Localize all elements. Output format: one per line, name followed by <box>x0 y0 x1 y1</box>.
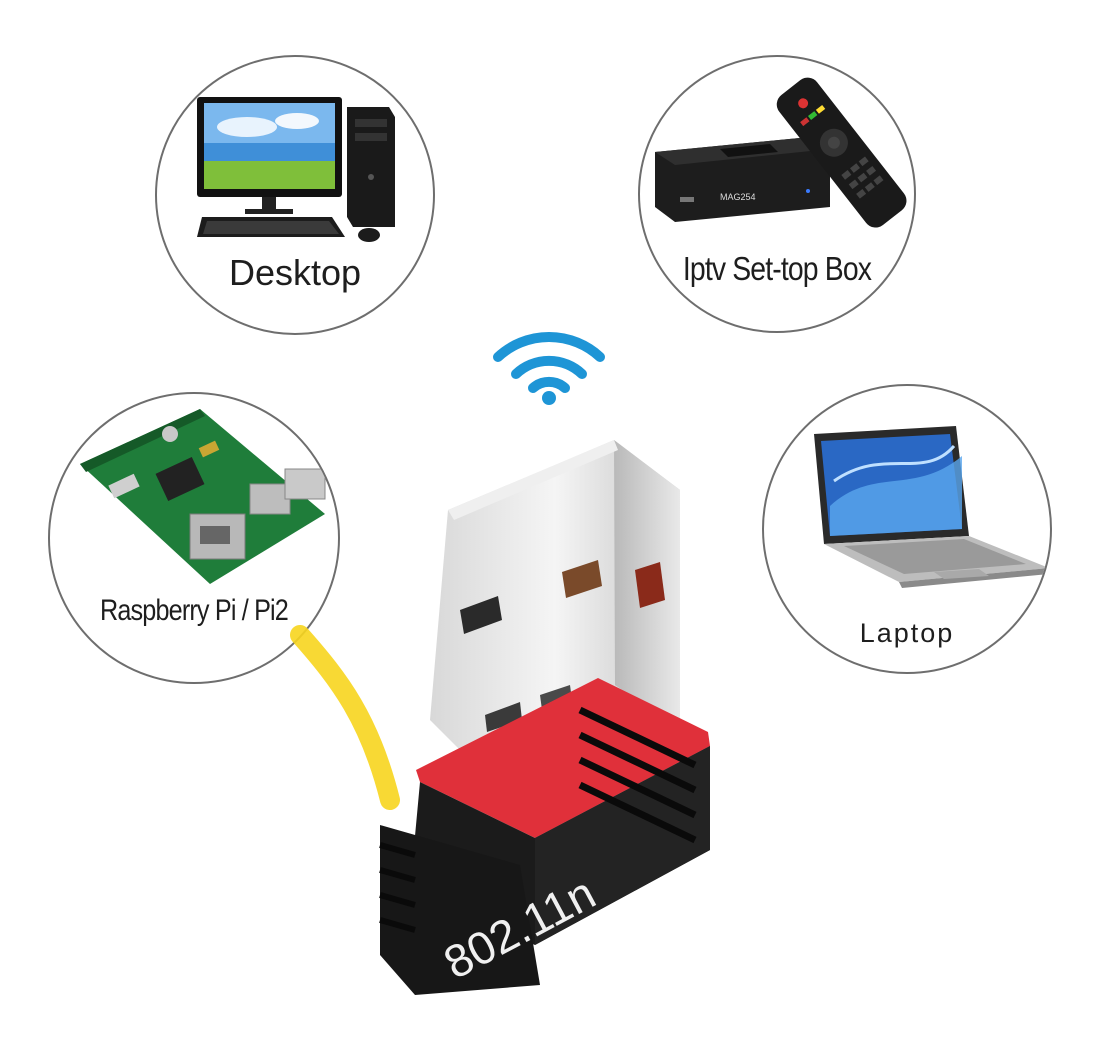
watermark-swoosh <box>290 625 400 810</box>
laptop-icon <box>814 426 1049 588</box>
set-top-box-icon: MAG254 <box>655 77 907 228</box>
wifi-icon <box>493 331 605 405</box>
raspberry-pi-board-icon <box>80 409 326 584</box>
box-brand-text: MAG254 <box>720 192 756 202</box>
laptop-device-circle: Laptop <box>762 384 1052 674</box>
iptv-label: Iptv Set-top Box <box>682 250 872 287</box>
raspberry-pi-label: Raspberry Pi / Pi2 <box>100 594 289 627</box>
iptv-device-circle: MAG254 Iptv Set-top Box <box>638 55 916 333</box>
desktop-device-circle: Desktop <box>155 55 435 335</box>
usb-wifi-dongle-icon: 802.11n <box>379 440 710 995</box>
desktop-computer-icon <box>197 97 395 242</box>
laptop-label: Laptop <box>859 618 955 648</box>
desktop-label: Desktop <box>228 252 362 293</box>
